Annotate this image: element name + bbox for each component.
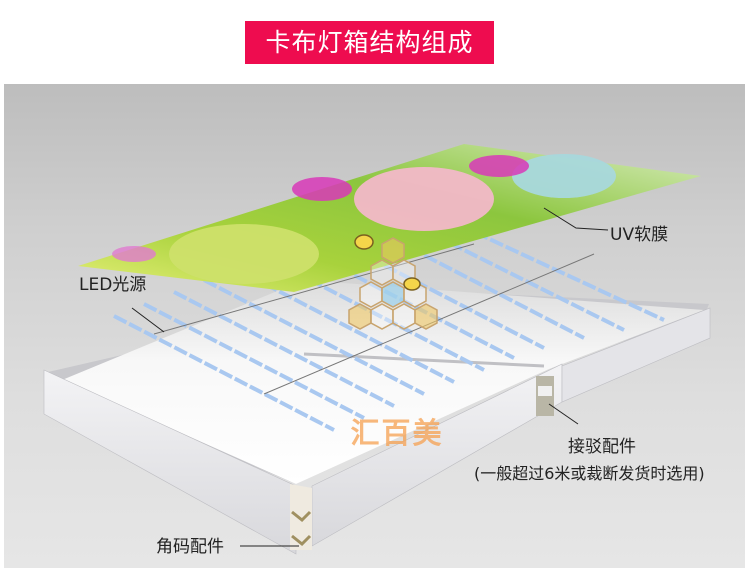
bee-icon [403, 277, 421, 291]
watermark-brand: 汇百美 [350, 416, 444, 450]
frame-inner-bed [62, 280, 704, 484]
pink-flower [292, 177, 352, 201]
diagram-stage: 汇百美 UV软膜 LED光源 接驳配件 (一般超过6米或裁断发货时选用) 角码配… [4, 84, 745, 568]
bee-icon [354, 234, 374, 250]
uv-film [78, 144, 701, 292]
label-corner: 角码配件 [156, 537, 224, 557]
blue-egg [512, 154, 616, 198]
pink-flower [469, 155, 529, 177]
pink-flower [112, 246, 156, 262]
lightbox-illustration [43, 144, 711, 555]
corner-connector [290, 484, 312, 550]
label-joint: 接驳配件 [568, 437, 636, 457]
label-led-source: LED光源 [79, 275, 147, 295]
frame-right-end [561, 307, 711, 403]
label-joint-note: (一般超过6米或裁断发货时选用) [474, 464, 705, 483]
pink-egg [354, 167, 494, 231]
label-uv-film: UV软膜 [610, 225, 669, 245]
frame-left-side [43, 369, 297, 555]
leader-lines [131, 207, 609, 547]
page-title: 卡布灯箱结构组成 [245, 21, 494, 64]
honeycomb-bee-logo [348, 234, 438, 330]
green-egg [169, 224, 319, 284]
